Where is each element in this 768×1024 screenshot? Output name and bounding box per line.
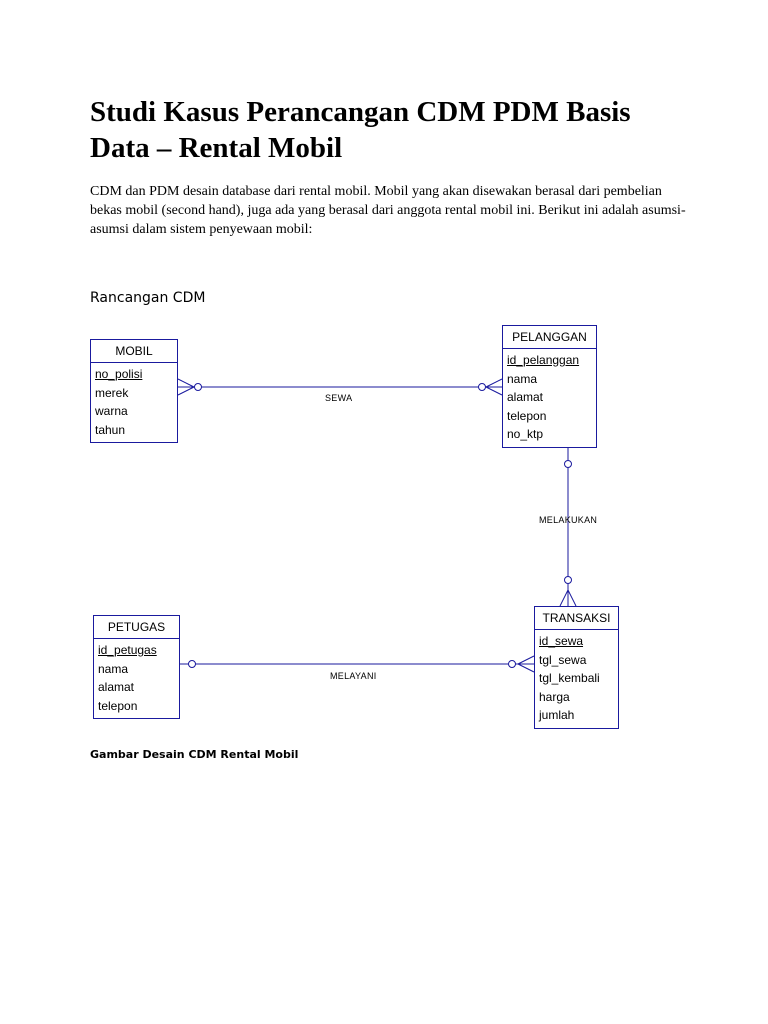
- melayani-optional-petugas: [188, 660, 196, 668]
- melayani-crowfoot-bottom: [517, 663, 535, 673]
- page-title: Studi Kasus Perancangan CDM PDM Basis Da…: [90, 96, 631, 164]
- figure-caption: Gambar Desain CDM Rental Mobil: [90, 748, 299, 761]
- attribute: alamat: [507, 390, 544, 404]
- attribute: telepon: [98, 698, 138, 713]
- attribute: tgl_kembali: [539, 671, 600, 685]
- attribute-primary-key: id_petugas: [98, 643, 157, 657]
- attribute: merek: [95, 385, 129, 400]
- entity-title: PETUGAS: [94, 616, 179, 639]
- relationship-label-melayani: MELAYANI: [330, 671, 377, 681]
- entity-title: PELANGGAN: [503, 326, 596, 349]
- relationship-label-sewa: SEWA: [325, 393, 353, 403]
- melayani-optional-transaksi: [508, 660, 516, 668]
- sewa-crowfoot-mobil-top: [177, 378, 195, 388]
- entity-attributes: id_sewa tgl_sewa tgl_kembali harga jumla…: [535, 630, 618, 727]
- sewa-crowfoot-pelanggan-top: [485, 378, 503, 388]
- relationship-label-melakukan: MELAKUKAN: [539, 515, 598, 525]
- attribute: tgl_sewa: [539, 652, 587, 667]
- entity-mobil: MOBIL no_polisi merek warna tahun: [90, 339, 178, 443]
- attribute: telepon: [507, 408, 547, 423]
- melakukan-crowfoot-left: [559, 589, 569, 607]
- intro-paragraph: CDM dan PDM desain database dari rental …: [90, 184, 686, 237]
- attribute: alamat: [98, 680, 135, 694]
- entity-attributes: id_petugas nama alamat telepon: [94, 639, 179, 717]
- sewa-crowfoot-mobil-bottom: [177, 386, 195, 396]
- sewa-optional-mobil: [194, 383, 202, 391]
- sewa-optional-pelanggan: [478, 383, 486, 391]
- section-heading: Rancangan CDM: [90, 290, 206, 306]
- attribute: jumlah: [539, 708, 575, 722]
- attribute-primary-key: id_sewa: [539, 634, 584, 648]
- attribute: harga: [539, 689, 570, 704]
- entity-pelanggan: PELANGGAN id_pelanggan nama alamat telep…: [502, 325, 597, 448]
- entity-transaksi: TRANSAKSI id_sewa tgl_sewa tgl_kembali h…: [534, 606, 619, 729]
- attribute-primary-key: id_pelanggan: [507, 353, 580, 367]
- sewa-crowfoot-pelanggan-bottom: [485, 386, 503, 396]
- attribute: warna: [95, 404, 128, 418]
- melakukan-crowfoot-right: [567, 589, 577, 607]
- attribute: nama: [98, 661, 129, 676]
- melakukan-optional-pelanggan: [564, 460, 572, 468]
- attribute: nama: [507, 371, 538, 386]
- melakukan-optional-transaksi: [564, 576, 572, 584]
- attribute-primary-key: no_polisi: [95, 367, 143, 381]
- entity-title: MOBIL: [91, 340, 177, 363]
- entity-title: TRANSAKSI: [535, 607, 618, 630]
- melayani-crowfoot-top: [517, 655, 535, 665]
- attribute: no_ktp: [507, 427, 544, 441]
- entity-petugas: PETUGAS id_petugas nama alamat telepon: [93, 615, 180, 719]
- attribute: tahun: [95, 422, 126, 437]
- entity-attributes: id_pelanggan nama alamat telepon no_ktp: [503, 349, 596, 446]
- entity-attributes: no_polisi merek warna tahun: [91, 363, 177, 441]
